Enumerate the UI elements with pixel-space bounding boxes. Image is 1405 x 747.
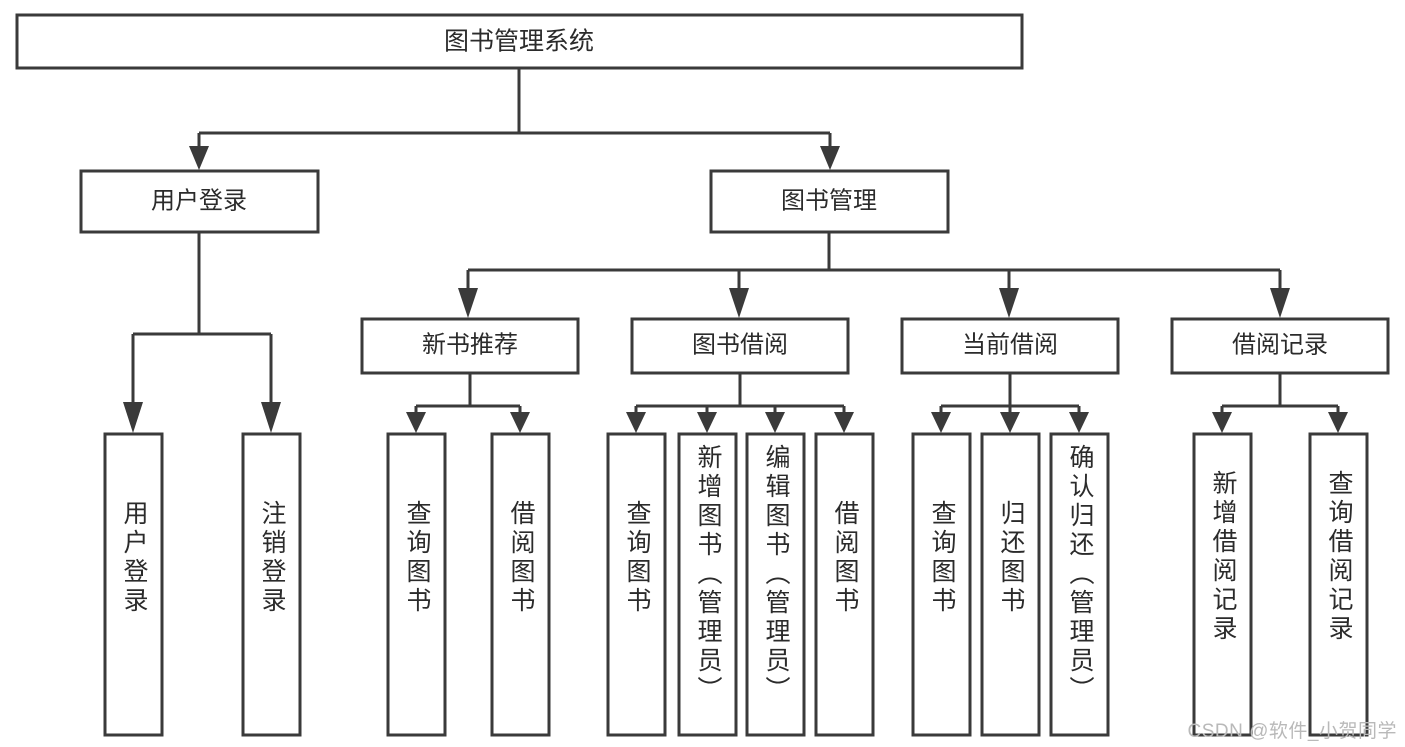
leaf-query-record-box[interactable] — [1308, 432, 1369, 737]
connector-root-to-level2 — [189, 68, 840, 170]
leaf-borrow-book-2-box[interactable] — [814, 432, 875, 737]
node-current-borrow-box — [900, 317, 1120, 375]
node-root-label: 图书管理系统 — [444, 28, 594, 56]
node-current-borrow-label: 当前借阅 — [962, 331, 1058, 358]
leaf-edit-book-box[interactable] — [745, 432, 806, 737]
leaf-query-book-3-box[interactable] — [911, 432, 972, 737]
connector-user-login-to-leaves — [123, 232, 281, 433]
arrow-head-book-borrow — [729, 288, 749, 318]
node-book-borrow-label: 图书借阅 — [692, 331, 788, 358]
arrow-head-user-login — [189, 146, 209, 170]
node-current-borrow[interactable]: 当前借阅 — [900, 317, 1120, 375]
watermark-text: CSDN @软件_小贺同学 — [1187, 721, 1397, 742]
arrow-head-current-borrow — [999, 288, 1019, 318]
leaf-logout-login-box[interactable] — [241, 432, 302, 737]
connector-new-book-recommend-to-leaves — [406, 373, 530, 433]
leaf-boxes — [103, 432, 1369, 737]
node-new-book-recommend-label: 新书推荐 — [422, 331, 518, 358]
leaf-query-book-2-box[interactable] — [606, 432, 667, 737]
leaf-return-book-box[interactable] — [980, 432, 1041, 737]
node-root-box — [15, 13, 1024, 70]
node-book-borrow[interactable]: 图书借阅 — [630, 317, 850, 375]
node-user-login[interactable]: 用户登录 — [79, 169, 320, 234]
node-root[interactable]: 图书管理系统 — [15, 13, 1024, 70]
node-user-login-label: 用户登录 — [151, 187, 247, 214]
arrow-head-new-book-recommend — [458, 288, 478, 318]
node-new-book-recommend[interactable]: 新书推荐 — [360, 317, 580, 375]
leaf-query-book-1-box[interactable] — [386, 432, 447, 737]
arrow-head-borrow-record — [1270, 288, 1290, 318]
leaf-confirm-return-box[interactable] — [1049, 432, 1110, 737]
node-book-manage-label: 图书管理 — [781, 187, 877, 214]
leaf-add-record-box[interactable] — [1192, 432, 1253, 737]
connector-book-manage-to-level3 — [458, 232, 1290, 318]
node-borrow-record[interactable]: 借阅记录 — [1170, 317, 1390, 375]
connector-borrow-record-to-leaves — [1212, 373, 1348, 433]
arrow-head-leaf-logout-login — [261, 402, 281, 433]
connector-current-borrow-to-leaves — [931, 373, 1089, 433]
node-borrow-record-label: 借阅记录 — [1232, 331, 1328, 358]
node-user-login-box — [79, 169, 320, 234]
leaf-add-book-box[interactable] — [677, 432, 738, 737]
arrow-head-leaf-user-login — [123, 402, 143, 433]
arrow-head-book-manage — [820, 146, 840, 170]
leaf-borrow-book-1-box[interactable] — [490, 432, 551, 737]
node-book-manage[interactable]: 图书管理 — [709, 169, 950, 234]
leaf-user-login-box[interactable] — [103, 432, 164, 737]
node-new-book-recommend-box — [360, 317, 580, 375]
connector-book-borrow-to-leaves — [626, 373, 854, 433]
